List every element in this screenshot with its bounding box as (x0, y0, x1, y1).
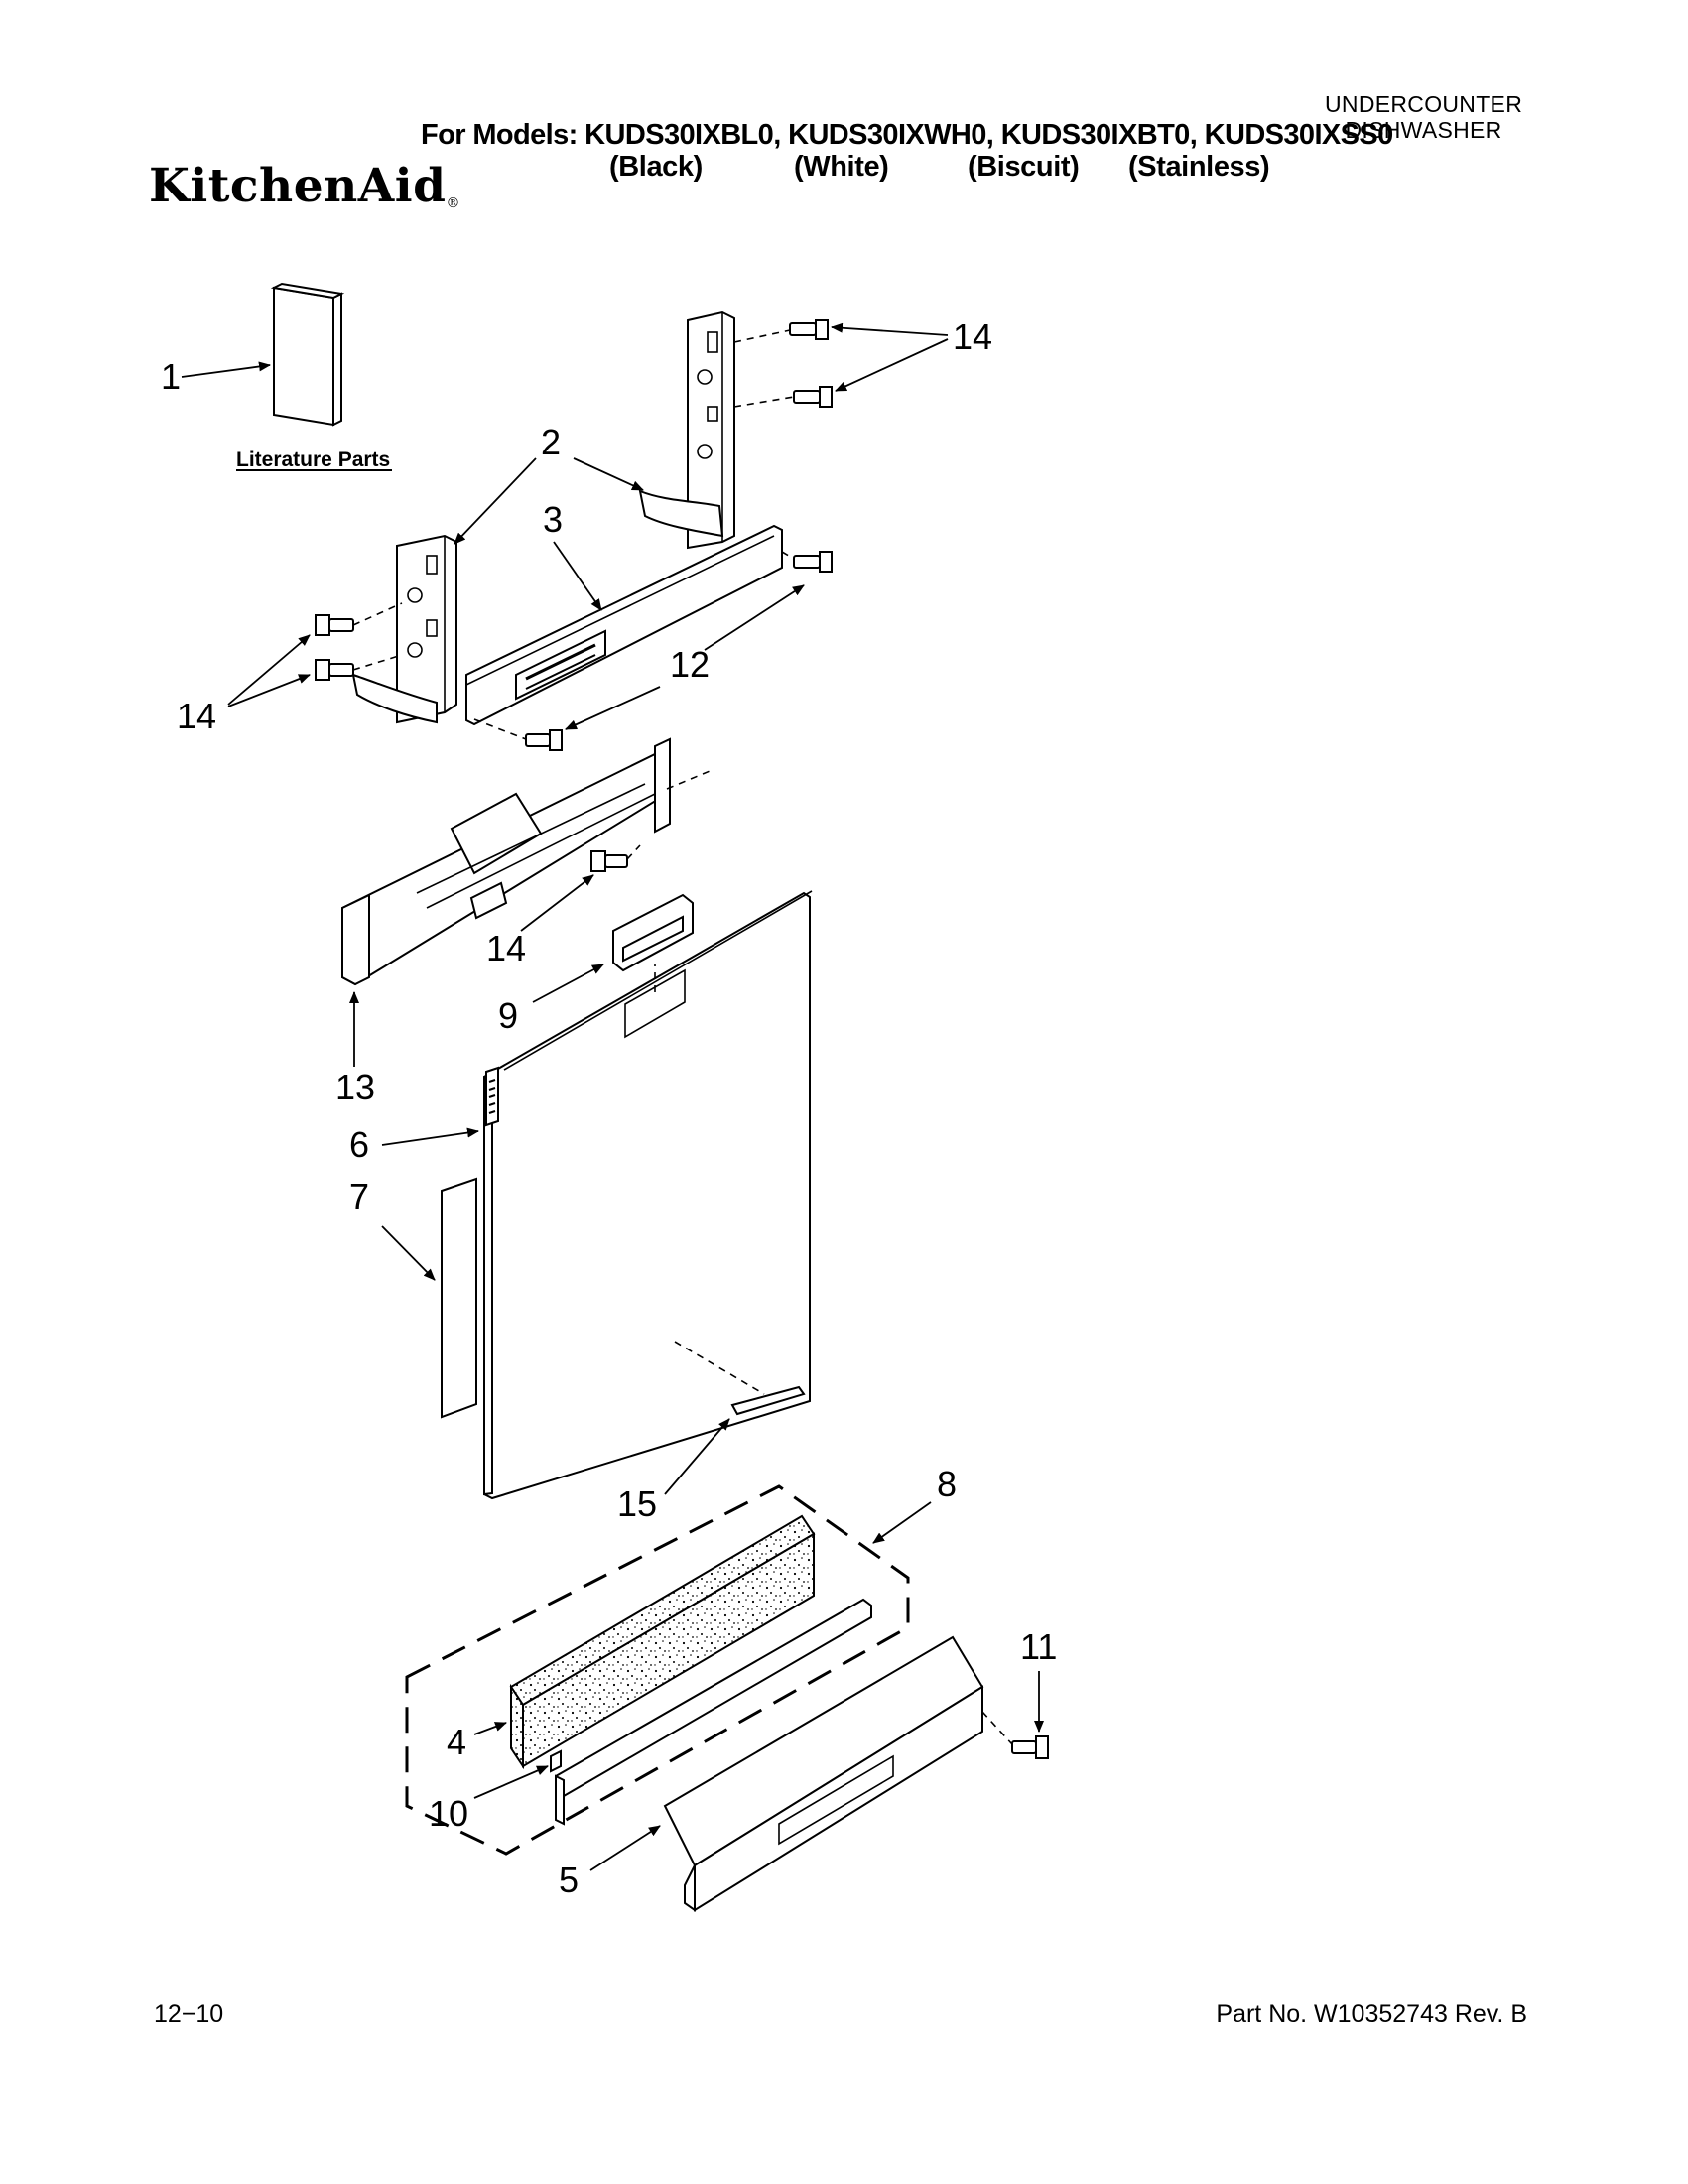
screw-path-11 (981, 1711, 1013, 1745)
leader-2-a (454, 457, 537, 545)
category-line-1: UNDERCOUNTER (1325, 91, 1523, 117)
insulation-strip (550, 1598, 872, 1826)
leader-7 (381, 1225, 436, 1281)
console-screw-right (793, 551, 833, 573)
outer-door-panel (483, 890, 813, 1500)
leader-15 (664, 1418, 730, 1495)
leader-2-b (573, 457, 644, 491)
category-line-2: DISHWASHER (1345, 117, 1502, 143)
kit-outline (405, 1484, 910, 1856)
leader-14-left-b (227, 674, 311, 707)
screw-path-left-1 (352, 602, 403, 626)
leader-14-middle (520, 874, 594, 932)
screw-path-top-2 (733, 396, 795, 408)
color-name-white: (White) (794, 151, 889, 183)
callout-12: 12 (670, 644, 710, 685)
callout-3: 3 (543, 499, 563, 540)
callout-7: 7 (349, 1176, 369, 1217)
callout-6: 6 (349, 1124, 369, 1165)
screw-path-top-1 (733, 329, 791, 343)
callout-9: 9 (498, 995, 518, 1036)
callout-14-top: 14 (953, 317, 992, 357)
revision-date: 12−10 (154, 2000, 224, 2028)
screw-top-1 (789, 319, 829, 340)
door-nameplate (674, 1341, 806, 1416)
screw-path-12-right (781, 551, 795, 560)
callout-14-middle: 14 (486, 928, 526, 968)
screw-path-left-2 (352, 654, 403, 671)
console-panel (465, 524, 783, 726)
callout-4: 4 (447, 1722, 466, 1762)
literature-booklet (270, 282, 345, 427)
foam-insulation-block (509, 1514, 816, 1770)
leader-12-a (704, 584, 805, 651)
callout-10: 10 (429, 1793, 468, 1834)
leader-9 (532, 964, 604, 1003)
leader-1 (181, 361, 271, 378)
leader-6 (381, 1127, 479, 1146)
callout-13: 13 (335, 1067, 375, 1107)
callout-15: 15 (617, 1483, 657, 1524)
callout-8: 8 (937, 1464, 957, 1504)
leader-14-left-a (227, 634, 311, 706)
screw-path-12-left (473, 718, 527, 740)
brand-logo: KitchenAid® (149, 159, 460, 213)
door-handle (612, 893, 694, 972)
leader-14-top-a (831, 322, 949, 336)
toe-panel (663, 1635, 984, 1912)
leader-5 (589, 1825, 661, 1871)
toe-panel-screw (1011, 1735, 1049, 1759)
callout-5: 5 (559, 1860, 579, 1900)
literature-parts-label: Literature Parts (236, 449, 390, 471)
screw-left-2 (315, 659, 354, 681)
color-name-biscuit: (Biscuit) (968, 151, 1080, 183)
upper-left-mounting-bracket (351, 534, 457, 724)
leader-4 (473, 1722, 507, 1735)
leader-14-top-b (835, 338, 949, 392)
callout-14-left: 14 (177, 696, 216, 736)
console-screw-left (525, 729, 563, 751)
screw-left-1 (315, 614, 354, 636)
leader-8 (872, 1501, 932, 1544)
door-insulation (441, 1177, 477, 1419)
screw-top-2 (793, 386, 833, 408)
color-name-black: (Black) (609, 151, 703, 183)
callout-1: 1 (161, 356, 181, 397)
upper-right-mounting-bracket (638, 310, 735, 550)
screw-path-middle (626, 844, 641, 860)
brand-wordmark: KitchenAid (149, 159, 447, 213)
registered-mark: ® (446, 195, 460, 211)
appliance-category: UNDERCOUNTER DISHWASHER (1325, 91, 1522, 143)
part-number: Part No. W10352743 Rev. B (1216, 2000, 1527, 2028)
screw-middle (590, 850, 628, 872)
leader-10 (473, 1765, 549, 1799)
leader-12-b (565, 686, 661, 730)
model-list: For Models: KUDS30IXBL0, KUDS30IXWH0, KU… (421, 119, 1393, 151)
callout-2: 2 (541, 422, 561, 462)
control-assembly (341, 737, 715, 986)
leader-3 (553, 541, 602, 611)
callout-11: 11 (1020, 1626, 1057, 1667)
color-name-stainless: (Stainless) (1128, 151, 1270, 183)
